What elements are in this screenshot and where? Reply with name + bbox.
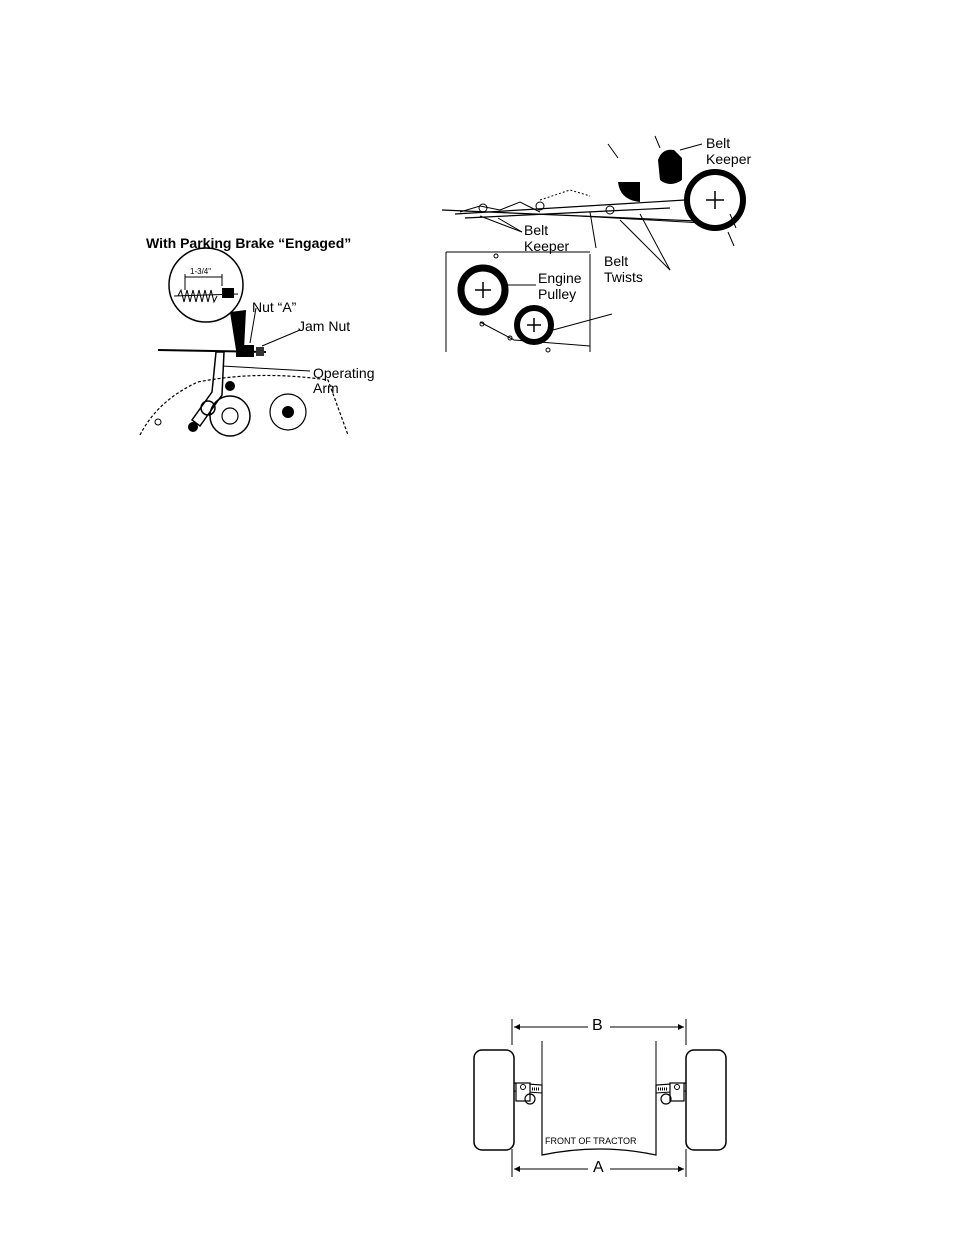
belt-keeper-top-label-line2: Keeper bbox=[706, 152, 751, 167]
toe-in-figure: B A FRONT OF TRACTOR bbox=[470, 1015, 730, 1185]
belt-keeper-top-label-line1: Belt bbox=[706, 136, 730, 151]
belt-routing-figure: Belt Keeper Belt Keeper Belt Twists Engi… bbox=[440, 130, 770, 355]
belt-twists-label-line1: Belt bbox=[604, 254, 628, 269]
engine-pulley-label-line1: Engine bbox=[538, 271, 582, 286]
dimension-label: 1-3/4" bbox=[190, 264, 211, 279]
operating-arm-label-line2: Arm bbox=[313, 381, 339, 396]
belt-twists-label-line2: Twists bbox=[604, 270, 643, 285]
belt-keeper-mid-label-line2: Keeper bbox=[524, 239, 569, 254]
parking-brake-figure: With Parking Brake “Engaged” 1 bbox=[138, 230, 388, 435]
engine-pulley-label-line2: Pulley bbox=[538, 287, 576, 302]
dimension-b-label: B bbox=[592, 1018, 603, 1033]
nut-a-label: Nut “A” bbox=[252, 300, 296, 315]
jam-nut-label: Jam Nut bbox=[298, 319, 350, 334]
operating-arm-label-line1: Operating bbox=[313, 366, 374, 381]
dimension-a-label: A bbox=[593, 1160, 604, 1175]
front-of-tractor-label: FRONT OF TRACTOR bbox=[545, 1134, 637, 1149]
parking-brake-drawing bbox=[138, 230, 388, 435]
belt-keeper-mid-label-line1: Belt bbox=[524, 223, 548, 238]
